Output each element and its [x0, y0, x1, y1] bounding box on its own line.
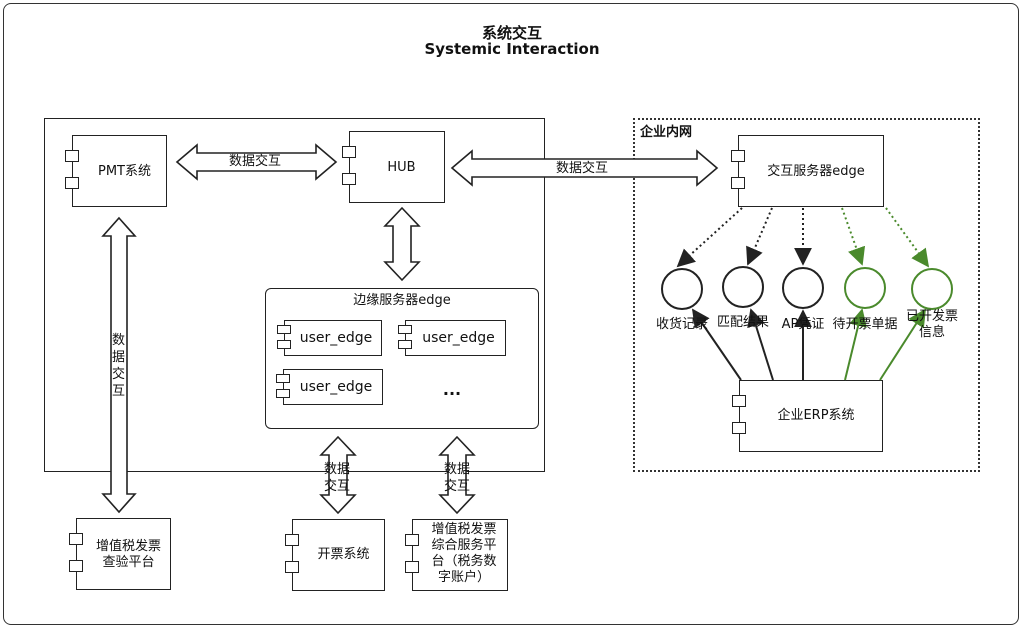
user-edge-1[interactable] [284, 320, 382, 356]
vat-service-port-top [405, 534, 419, 546]
diagram-subtitle: Systemic Interaction [424, 40, 600, 58]
vat-verify-port-top [69, 533, 83, 545]
diagram-title: 系统交互 [481, 24, 542, 42]
user-edge-3[interactable] [283, 369, 383, 405]
pmt-port-bottom [65, 177, 79, 189]
user-edge-1-port-top [277, 325, 291, 334]
vat-service-component[interactable] [412, 519, 508, 591]
user-edge-1-port-bottom [277, 340, 291, 349]
more-user-edges: ... [442, 380, 462, 399]
hub-component[interactable] [349, 131, 445, 203]
interaction-server-label: 交互服务器edge [767, 164, 865, 179]
user-edge-2-label: user_edge [422, 330, 495, 346]
arrow-label-edge-invoicing: 数据 交互 [324, 462, 351, 494]
invoicing-port-top [285, 534, 299, 546]
erp-port-top [732, 395, 746, 407]
edge-server-group-label: 边缘服务器edge [353, 293, 451, 308]
invoicing-label: 开票系统 [317, 547, 370, 562]
invoicing-component[interactable] [292, 519, 385, 591]
interaction-server-port-bottom [731, 177, 745, 189]
interaction-server-component[interactable] [738, 135, 884, 207]
erp-label: 企业ERP系统 [777, 408, 855, 423]
vat-service-port-bottom [405, 561, 419, 573]
user-edge-2-port-top [398, 325, 412, 334]
interaction-server-port-top [731, 150, 745, 162]
arrow-label-pmt-hub: 数据交互 [229, 154, 282, 169]
arrow-label-hub-interaction: 数据交互 [556, 161, 609, 176]
platform-container [44, 118, 545, 472]
arrow-label-pmt-vat: 数 据 交 互 [112, 333, 126, 399]
outer-frame [3, 3, 1019, 625]
vat-service-label: 增值税发票 综合服务平 台（税务数 字账户） [431, 522, 497, 585]
user-edge-2-port-bottom [398, 340, 412, 349]
interface-label-receipt: 收货记录 [655, 317, 708, 332]
vat-verify-port-bottom [69, 560, 83, 572]
user-edge-1-label: user_edge [299, 330, 373, 346]
interface-label-match: 匹配结果 [716, 315, 769, 330]
intranet-container [633, 118, 980, 472]
edge-server-group[interactable] [265, 288, 539, 429]
user-edge-3-port-top [276, 374, 290, 383]
erp-port-bottom [732, 422, 746, 434]
hub-port-top [342, 146, 356, 158]
interface-label-issued: 已开发票 信息 [905, 309, 958, 340]
user-edge-3-label: user_edge [299, 379, 373, 395]
pmt-component[interactable] [72, 135, 167, 207]
arrow-label-edge-vat-service: 数据 交互 [444, 462, 471, 494]
invoicing-port-bottom [285, 561, 299, 573]
hub-label: HUB [387, 160, 416, 175]
interface-label-ap: AP凭证 [781, 317, 825, 332]
pmt-label: PMT系统 [98, 164, 151, 179]
user-edge-2[interactable] [405, 320, 506, 356]
vat-verify-component[interactable] [76, 518, 171, 590]
interface-label-pending: 待开票单据 [832, 317, 898, 332]
user-edge-3-port-bottom [276, 389, 290, 398]
pmt-port-top [65, 150, 79, 162]
erp-component[interactable] [739, 380, 883, 452]
vat-verify-label: 增值税发票 查验平台 [95, 539, 161, 570]
intranet-label: 企业内网 [640, 125, 693, 140]
hub-port-bottom [342, 173, 356, 185]
